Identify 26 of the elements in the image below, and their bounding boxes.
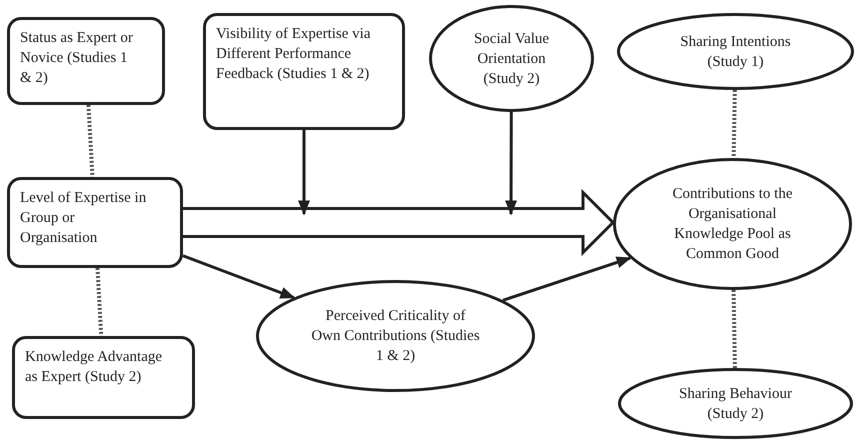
outcome-ellipse bbox=[617, 13, 854, 90]
factor-box bbox=[7, 177, 183, 268]
node-label: Contributions to the Organisational Knowledge Pool as Common Good bbox=[672, 185, 794, 264]
node-label: Social Value Orientation (Study 2) bbox=[472, 30, 550, 88]
node-label: Sharing Intentions (Study 1) bbox=[679, 32, 792, 72]
node-label: Knowledge Advantage as Expert (Study 2) bbox=[25, 348, 164, 387]
dotted-link bbox=[86, 104, 94, 178]
arrow bbox=[298, 130, 310, 216]
factor-box bbox=[12, 336, 195, 419]
node-label: Level of Expertise in Group or Organisation bbox=[20, 189, 148, 248]
factor-box bbox=[203, 13, 405, 130]
factor-box bbox=[7, 17, 165, 105]
dotted-link bbox=[732, 90, 737, 158]
node-label: Visibility of Expertise via Different Performance Feedback (Studies 1 & 2) bbox=[216, 25, 372, 84]
dotted-link bbox=[96, 268, 104, 336]
node-label: Perceived Criticality of Own Contributions (Studies 1 & 2) bbox=[310, 307, 480, 366]
outcome-ellipse bbox=[613, 158, 852, 290]
outcome-ellipse bbox=[618, 368, 853, 439]
factor-ellipse bbox=[429, 5, 594, 112]
node-label: Sharing Behaviour (Study 2) bbox=[678, 384, 793, 424]
dotted-link bbox=[732, 290, 737, 368]
arrow bbox=[505, 112, 518, 216]
arrow bbox=[502, 256, 632, 302]
arrow bbox=[182, 254, 296, 300]
node-label: Status as Expert or Novice (Studies 1 & 2) bbox=[20, 29, 134, 88]
mediator-ellipse bbox=[256, 280, 535, 392]
